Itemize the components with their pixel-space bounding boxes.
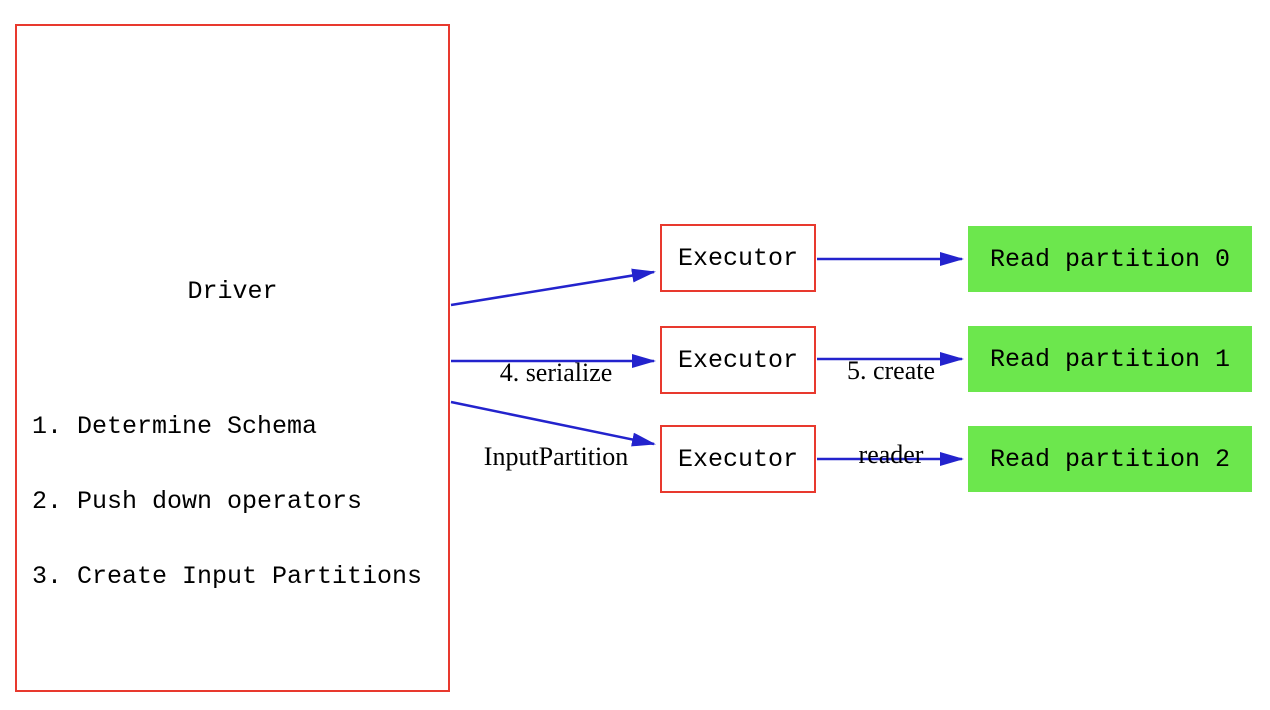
- driver-step-1: 1. Determine Schema: [32, 412, 318, 441]
- executor-box-2: Executor: [660, 425, 816, 493]
- driver-steps-list: 1. Determine Schema 2. Push down operato…: [32, 364, 422, 639]
- executor-label-2: Executor: [677, 444, 799, 474]
- arrow-driver-to-executor-0: [450, 268, 656, 307]
- edge-label-serialize-line1: 4. serialize: [499, 358, 613, 387]
- executor-label-0: Executor: [677, 243, 799, 273]
- read-partition-box-1: Read partition 1: [968, 326, 1252, 392]
- edge-label-create-reader-line2: reader: [858, 440, 924, 469]
- driver-box: [15, 24, 450, 692]
- executor-box-0: Executor: [660, 224, 816, 292]
- read-partition-label-1: Read partition 1: [989, 344, 1231, 374]
- edge-label-create-reader: 5. create reader: [811, 301, 971, 525]
- edge-label-serialize-line2: InputPartition: [483, 442, 629, 471]
- read-partition-box-2: Read partition 2: [968, 426, 1252, 492]
- driver-step-2: 2. Push down operators: [32, 487, 363, 516]
- read-partition-label-0: Read partition 0: [989, 244, 1231, 274]
- read-partition-label-2: Read partition 2: [989, 444, 1231, 474]
- edge-label-serialize-inputpartition: 4. serialize InputPartition: [460, 303, 652, 527]
- arrow-driver-to-executor-2: [450, 400, 656, 447]
- driver-title: Driver: [187, 277, 278, 306]
- driver-step-3: 3. Create Input Partitions: [32, 562, 423, 591]
- edge-label-create-reader-line1: 5. create: [846, 356, 936, 385]
- read-partition-box-0: Read partition 0: [968, 226, 1252, 292]
- executor-label-1: Executor: [677, 345, 799, 375]
- executor-box-1: Executor: [660, 326, 816, 394]
